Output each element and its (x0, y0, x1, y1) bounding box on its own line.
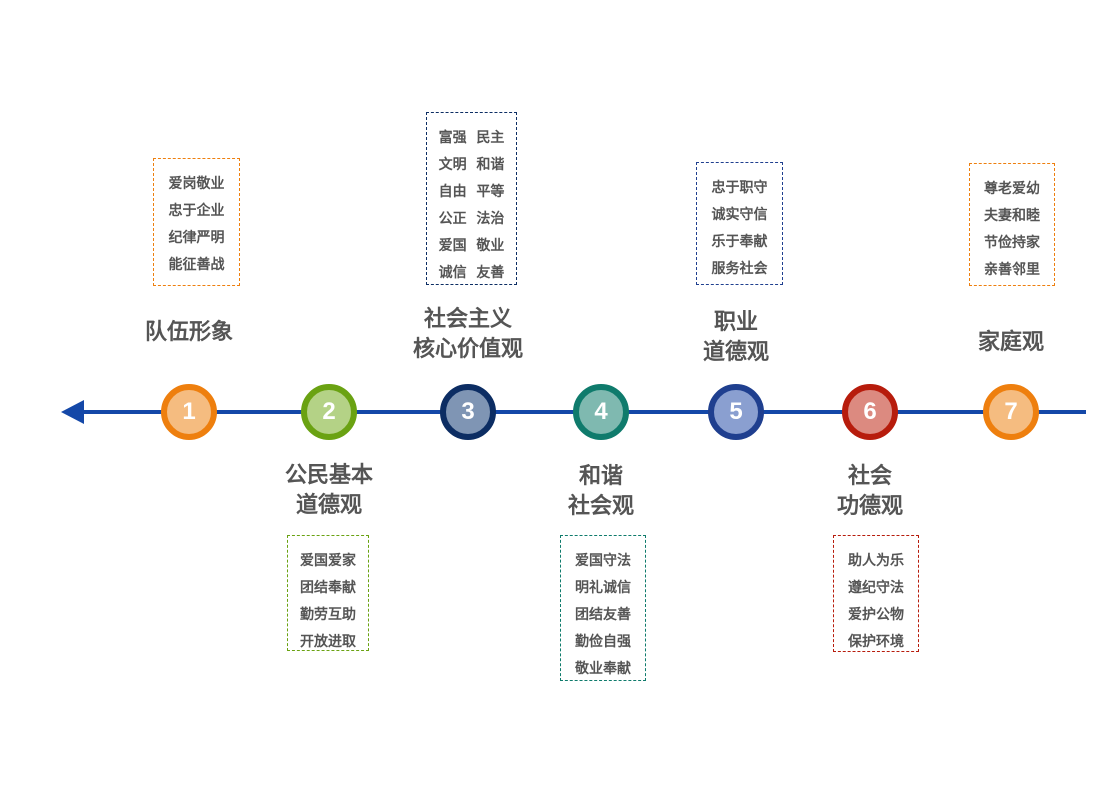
value-item: 开放进取 (300, 634, 356, 650)
stage-title: 队伍形象 (99, 318, 279, 348)
stage-node-3: 3 (440, 384, 496, 440)
stage-node-5: 5 (708, 384, 764, 440)
value-item: 爱护公物 (848, 607, 904, 623)
value-item: 勤劳互助 (300, 607, 356, 623)
stage-node-2: 2 (301, 384, 357, 440)
stage-title: 职业道德观 (646, 308, 826, 368)
stage-number: 1 (182, 398, 196, 425)
value-item: 服务社会 (711, 261, 768, 277)
value-item: 助人为乐 (848, 553, 904, 569)
stage-title: 公民基本道德观 (239, 461, 419, 521)
stage-values-box: 尊老爱幼夫妻和睦节俭持家亲善邻里 (969, 163, 1055, 286)
stage-title: 社会主义核心价值观 (378, 305, 558, 365)
value-item: 公正 法治 (438, 211, 505, 227)
value-item: 富强 民主 (438, 130, 505, 146)
value-item: 敬业奉献 (575, 661, 631, 677)
stage-number: 4 (594, 398, 608, 425)
timeline-arrowhead (61, 400, 84, 424)
value-item: 保护环境 (848, 634, 904, 650)
stage-values-box: 爱国爱家团结奉献勤劳互助开放进取 (287, 535, 369, 651)
value-item: 忠于企业 (168, 203, 225, 219)
stage-title-line: 社会观 (567, 494, 634, 519)
value-item: 团结友善 (575, 607, 631, 623)
stage-title-line: 公民基本 (284, 463, 373, 488)
value-item: 诚信 友善 (438, 265, 505, 281)
value-item: 爱岗敬业 (168, 176, 225, 192)
value-item: 爱国守法 (575, 553, 631, 569)
value-item: 文明 和谐 (438, 157, 505, 173)
value-item: 诚实守信 (711, 207, 768, 223)
stage-node-1: 1 (161, 384, 217, 440)
stage-values-box: 爱国守法明礼诚信团结友善勤俭自强敬业奉献 (560, 535, 646, 681)
stage-title-line: 和谐 (578, 464, 623, 489)
value-item: 节俭持家 (984, 235, 1040, 251)
stage-title-line: 核心价值观 (412, 337, 523, 362)
stage-number: 6 (863, 398, 877, 425)
stage-values-box: 忠于职守诚实守信乐于奉献服务社会 (696, 162, 783, 285)
value-item: 团结奉献 (300, 580, 356, 596)
stage-title-line: 队伍形象 (144, 320, 233, 345)
value-item: 夫妻和睦 (984, 208, 1040, 224)
stage-number: 3 (461, 398, 475, 425)
stage-title-line: 社会主义 (423, 307, 512, 332)
stage-title-line: 道德观 (295, 493, 362, 518)
stage-title: 家庭观 (921, 328, 1100, 358)
value-item: 亲善邻里 (984, 262, 1040, 278)
stage-values-box: 富强 民主文明 和谐自由 平等公正 法治爱国 敬业诚信 友善 (426, 112, 517, 285)
value-item: 能征善战 (168, 257, 225, 273)
value-item: 勤俭自强 (575, 634, 631, 650)
value-item: 爱国爱家 (300, 553, 356, 569)
stage-node-4: 4 (573, 384, 629, 440)
value-item: 自由 平等 (438, 184, 505, 200)
stage-number: 2 (322, 398, 336, 425)
stage-title: 社会功德观 (780, 462, 960, 522)
value-item: 纪律严明 (168, 230, 225, 246)
stage-number: 5 (729, 398, 743, 425)
stage-node-6: 6 (842, 384, 898, 440)
value-item: 遵纪守法 (848, 580, 904, 596)
stage-values-box: 爱岗敬业忠于企业纪律严明能征善战 (153, 158, 240, 286)
stage-title-line: 职业 (713, 310, 758, 335)
value-item: 尊老爱幼 (984, 181, 1040, 197)
stage-title-line: 社会 (847, 464, 892, 489)
stage-title-line: 家庭观 (977, 330, 1044, 355)
value-item: 爱国 敬业 (438, 238, 505, 254)
stage-title: 和谐社会观 (511, 462, 691, 522)
stage-node-7: 7 (983, 384, 1039, 440)
value-item: 忠于职守 (711, 180, 768, 196)
value-item: 乐于奉献 (711, 234, 768, 250)
stage-title-line: 道德观 (702, 340, 769, 365)
value-item: 明礼诚信 (575, 580, 631, 596)
stage-values-box: 助人为乐遵纪守法爱护公物保护环境 (833, 535, 919, 652)
stage-title-line: 功德观 (836, 494, 903, 519)
stage-number: 7 (1004, 398, 1018, 425)
